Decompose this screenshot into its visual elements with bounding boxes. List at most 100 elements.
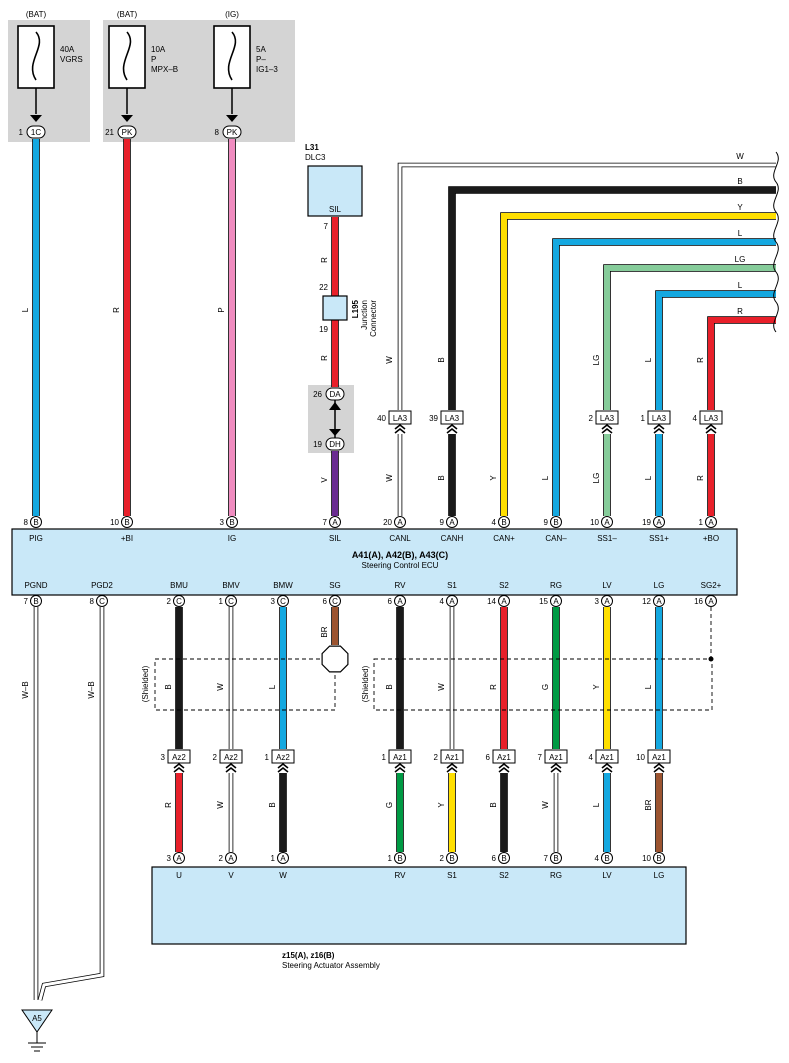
actuator-pin-num-3: 1 (388, 854, 393, 863)
fuse-arrow-0 (30, 115, 42, 122)
can-lower-code-3: L (541, 475, 550, 480)
motor-act-code-2: B (268, 802, 277, 807)
da-arrow (329, 402, 341, 410)
ecu-bottom-pin-0 (30, 595, 42, 607)
ecu-top-label-6: CAN+ (493, 534, 515, 543)
shaded-regions (8, 20, 354, 453)
shield-label-sensor: (Shielded) (361, 665, 370, 702)
motor-connector-pin-1: 2 (213, 753, 218, 762)
sensor-connector-4-chevron (601, 762, 613, 773)
fuse-connector-2-label: PK (227, 128, 238, 137)
fuse-rating-1: 10A (151, 45, 166, 54)
steering-control-ecu (11, 528, 738, 596)
ecu-bottom-pin-7-letter: A (449, 597, 455, 606)
can-harness-code-6: R (737, 307, 743, 316)
ecu-bottom-pin-8 (498, 595, 510, 607)
ecu-bottom-label-10: LV (602, 581, 612, 590)
actuator-label-5: S2 (499, 871, 509, 880)
actuator-pin-4-letter: B (449, 854, 454, 863)
ecu-bottom-pin-num-6: 6 (388, 597, 393, 606)
can-connector-4-label: LA3 (600, 414, 615, 423)
actuator-pin-7 (601, 852, 613, 864)
sensor-act-code-0: G (385, 802, 394, 808)
fuse-symbol-0 (31, 31, 41, 81)
fuse-box-0 (17, 25, 55, 89)
shield-label-motor: (Shielded) (141, 665, 150, 702)
sg2-shield-dot (708, 656, 714, 662)
ecu-bottom-pin-4-letter: C (280, 597, 286, 606)
ecu-bottom-pin-num-12: 16 (694, 597, 703, 606)
actuator-label-7: LV (602, 871, 612, 880)
sensor-connector-1-label: Az1 (445, 753, 459, 762)
fuse-wire-code-1: R (112, 307, 121, 313)
ground-wire-code-1: W–B (87, 681, 96, 698)
dh-connector-label: DH (329, 440, 341, 449)
sensor-connector-pin-4: 4 (589, 753, 594, 762)
can-upper-code-5: L (644, 357, 653, 362)
ecu-top-label-0: PIG (29, 534, 43, 543)
fuse-connector-0-label: 1C (31, 128, 41, 137)
sensor-connector-5-chevron (653, 762, 665, 773)
ecu-bottom-pin-num-9: 15 (539, 597, 548, 606)
sensor-ecu-code-0: B (385, 684, 394, 689)
junction-connector (322, 295, 348, 321)
motor-connector-2-chevron (277, 762, 289, 773)
can-wire-3 (553, 239, 776, 516)
can-connector-5-label: LA3 (652, 414, 667, 423)
ecu-top-pin-5 (446, 516, 458, 528)
ecu-id: A41(A), A42(B), A43(C) (352, 550, 448, 560)
ecu-bottom-label-1: PGD2 (91, 581, 113, 590)
ecu-top-pin-9-letter: A (656, 518, 662, 527)
can-harness-code-4: LG (735, 255, 746, 264)
ecu-bottom-pin-6 (394, 595, 406, 607)
ground-point (21, 1009, 53, 1033)
can-wire-3-outline (552, 238, 776, 516)
can-connector-pin-4: 2 (589, 414, 594, 423)
ecu-top-label-5: CANH (441, 534, 464, 543)
can-upper-code-0: W (385, 356, 394, 364)
sensor-connector-1-chevron (446, 762, 458, 773)
ecu-top-pin-num-0: 8 (24, 518, 29, 527)
can-connector-1-label: LA3 (445, 414, 460, 423)
ecu-bottom-pin-10-letter: A (604, 597, 610, 606)
sil-wire-middle-code: R (320, 355, 329, 361)
ecu-bottom-pin-5 (329, 595, 341, 607)
can-harness-code-5: L (738, 281, 743, 290)
ecu-bottom-pin-num-7: 4 (440, 597, 445, 606)
actuator-pin-0 (173, 852, 185, 864)
motor-connector-0-label: Az2 (172, 753, 186, 762)
fuse-connector-1 (117, 125, 137, 139)
sensor-act-code-3: W (541, 801, 550, 809)
ecu-top-pin-num-2: 3 (220, 518, 225, 527)
junction-id: L195 (351, 299, 360, 318)
motor-ecu-code-0: B (164, 684, 173, 689)
ecu-bottom-pin-num-2: 2 (167, 597, 172, 606)
ecu-top-pin-6-letter: B (501, 518, 506, 527)
ecu-top-pin-num-8: 10 (590, 518, 599, 527)
sil-wire-lower-code: V (320, 477, 329, 483)
sensor-ecu-code-3: G (541, 684, 550, 690)
ecu-top-label-2: IG (228, 534, 236, 543)
ecu-bottom-label-11: LG (654, 581, 665, 590)
motor-connector-2-label: Az2 (276, 753, 290, 762)
ecu-bottom-pin-num-10: 3 (595, 597, 600, 606)
actuator-pin-num-5: 6 (492, 854, 497, 863)
actuator-name: Steering Actuator Assembly (282, 961, 380, 970)
ecu-top-pin-num-1: 10 (110, 518, 119, 527)
ecu-top-pin-3-letter: A (332, 518, 338, 527)
ecu-bottom-pin-num-11: 12 (642, 597, 651, 606)
sensor-ecu-code-4: Y (592, 684, 601, 690)
sensor-connector-3-chevron (550, 762, 562, 773)
motor-ecu-code-2: L (268, 684, 277, 689)
ecu-bottom-pin-5-letter: C (332, 597, 338, 606)
ecu-top-label-1: +BI (121, 534, 133, 543)
fuse-symbol-1 (122, 31, 132, 81)
ecu-top-label-8: SS1– (597, 534, 617, 543)
can-wire-upper-5 (656, 291, 776, 410)
ground-wire-code-0: W–B (21, 681, 30, 698)
dlc-name: DLC3 (305, 153, 326, 162)
dlc3-connector (307, 165, 363, 217)
sensor-ecu-code-5: L (644, 684, 653, 689)
fuse-supply-0: (BAT) (26, 10, 47, 19)
